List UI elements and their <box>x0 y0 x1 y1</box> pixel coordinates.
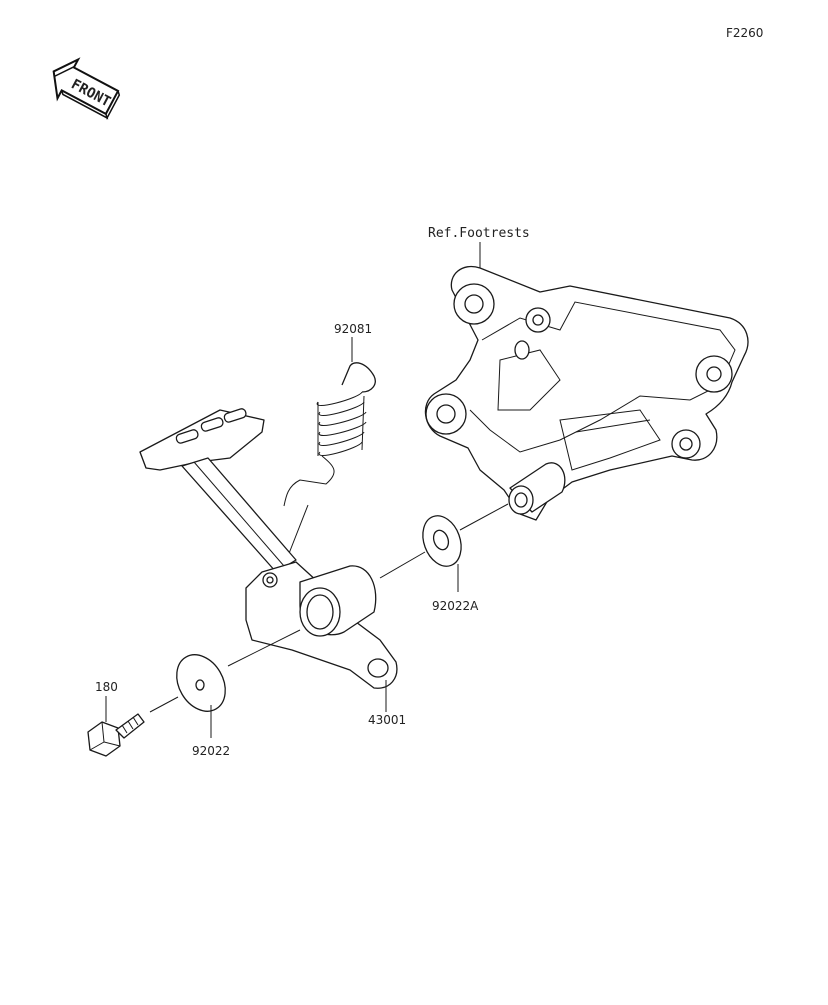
washer-a <box>422 515 462 567</box>
ref-footrests-label: Ref.Footrests <box>428 226 530 241</box>
bolt <box>87 713 145 757</box>
bolt-part-number: 180 <box>95 680 118 694</box>
washer-part-number: 92022 <box>192 744 230 758</box>
brake-pedal <box>139 408 398 689</box>
pedal-part-number: 43001 <box>368 713 406 727</box>
front-arrow-icon: FRONT <box>52 57 121 120</box>
footrest-bracket <box>424 265 749 521</box>
washer <box>176 654 226 712</box>
figure-code: F2260 <box>726 26 763 40</box>
spring-part-number: 92081 <box>334 322 372 336</box>
washer-a-part-number: 92022A <box>432 599 479 613</box>
return-spring <box>283 362 376 507</box>
